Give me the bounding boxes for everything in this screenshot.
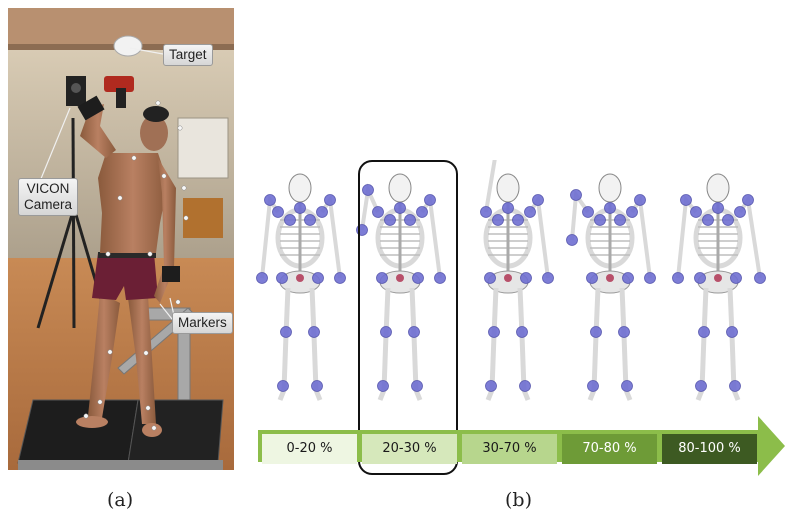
capture-photo [8, 8, 234, 470]
target-label: Target [163, 44, 213, 66]
phase-label-4: 80-100 % [662, 434, 757, 464]
caption-b: (b) [505, 489, 532, 511]
phase-label-1: 20-30 % [362, 434, 457, 464]
skeleton-4 [673, 174, 766, 400]
phase-label-2: 30-70 % [462, 434, 557, 464]
skeleton-3 [567, 174, 656, 400]
skeleton-0 [257, 174, 346, 400]
skeleton-sequence [250, 160, 780, 420]
skeleton-2 [481, 160, 554, 400]
motion-capture-scene [8, 8, 234, 470]
camera-label: VICON Camera [18, 178, 78, 216]
markers-label: Markers [172, 312, 233, 334]
phase-label-3: 70-80 % [562, 434, 657, 464]
phase-label-0: 0-20 % [262, 434, 357, 464]
caption-a: (a) [107, 489, 133, 511]
